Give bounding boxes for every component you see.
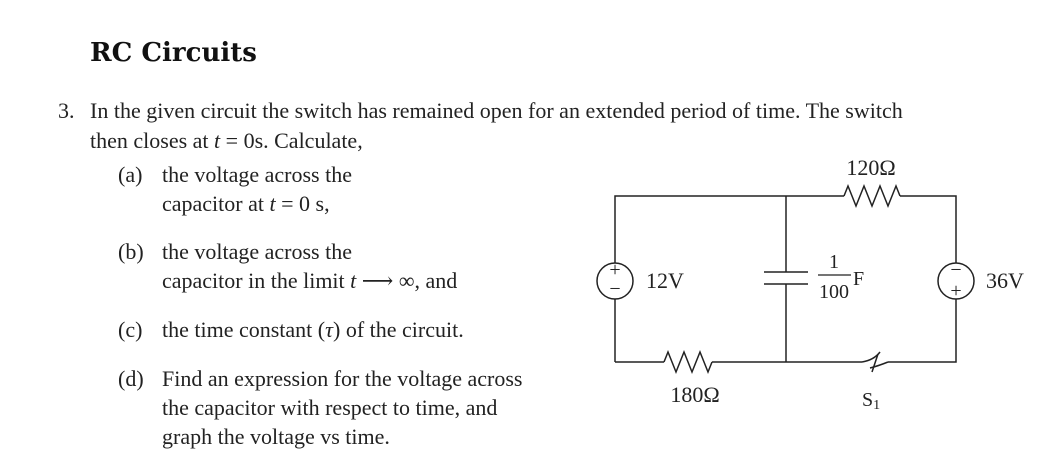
switch-label-sub: 1: [873, 398, 880, 413]
part-a-line-2a: capacitor at: [162, 191, 270, 216]
source-right-label: 36V: [986, 268, 1024, 293]
part-b-label: (b): [118, 239, 144, 264]
resistor-bottom: [663, 349, 713, 375]
part-a-var: t: [269, 191, 276, 216]
voltage-source-left: [596, 262, 634, 300]
part-c-line-1b: ) of the circuit.: [333, 317, 464, 342]
problem-number: 3.: [58, 98, 75, 123]
problem-text-1: In the given circuit the switch has rema…: [90, 98, 903, 123]
wire-top-right: [900, 195, 957, 263]
part-d-line-2: the capacitor with respect to time, and: [162, 395, 498, 420]
part-b-line-2b: ⟶ ∞, and: [356, 268, 458, 293]
problem-line-1: 3. In the given circuit the switch has re…: [58, 96, 1058, 126]
part-c-label: (c): [118, 317, 143, 342]
part-d-label: (d): [118, 366, 144, 391]
part-d-line-1: Find an expression for the voltage acros…: [162, 366, 523, 391]
resistor-top-label: 120Ω: [846, 155, 895, 180]
source-right-plus: +: [950, 280, 961, 302]
wire-bottom-right: [888, 299, 957, 363]
part-c-var: τ: [325, 317, 333, 342]
voltage-source-right: [937, 262, 975, 300]
problem-line-2: then closes at t = 0s. Calculate,: [58, 126, 1058, 156]
part-a-line-2b: = 0 s,: [275, 191, 330, 216]
section-heading: RC Circuits: [90, 38, 257, 68]
part-d-line-3: graph the voltage vs time.: [162, 424, 390, 449]
problem-text-2b: = 0s. Calculate,: [220, 128, 363, 153]
problem-var-t: t: [214, 128, 221, 153]
part-c: (c) the time constant (τ) of the circuit…: [118, 315, 464, 344]
part-a: (a) the voltage across the capacitor at …: [118, 160, 352, 218]
capacitor-denominator: 100: [819, 281, 849, 303]
wire-top-left: [614, 195, 844, 263]
switch-label: S1: [862, 389, 880, 413]
problem-statement: 3. In the given circuit the switch has re…: [58, 96, 1058, 156]
source-right-minus: −: [950, 259, 961, 281]
switch-label-s: S: [862, 389, 873, 411]
source-left-plus: +: [609, 259, 620, 281]
part-b-line-1: the voltage across the: [162, 239, 352, 264]
part-d: (d) Find an expression for the voltage a…: [118, 364, 522, 451]
source-left-label: 12V: [646, 268, 684, 293]
circuit-wires: [614, 195, 957, 363]
part-c-line-1a: the time constant (: [162, 317, 326, 342]
switch-s1: [861, 351, 889, 373]
source-left-minus: −: [609, 278, 620, 300]
resistor-bottom-label: 180Ω: [670, 382, 719, 407]
part-a-line-1: the voltage across the: [162, 162, 352, 187]
capacitor-numerator: 1: [829, 251, 839, 273]
resistor-top: [843, 183, 901, 209]
problem-text-2a: then closes at: [90, 128, 215, 153]
part-b-var: t: [350, 268, 357, 293]
part-b: (b) the voltage across the capacitor in …: [118, 237, 457, 295]
part-b-line-2a: capacitor in the limit: [162, 268, 351, 293]
part-a-label: (a): [118, 162, 143, 187]
capacitor-unit: F: [853, 268, 864, 290]
